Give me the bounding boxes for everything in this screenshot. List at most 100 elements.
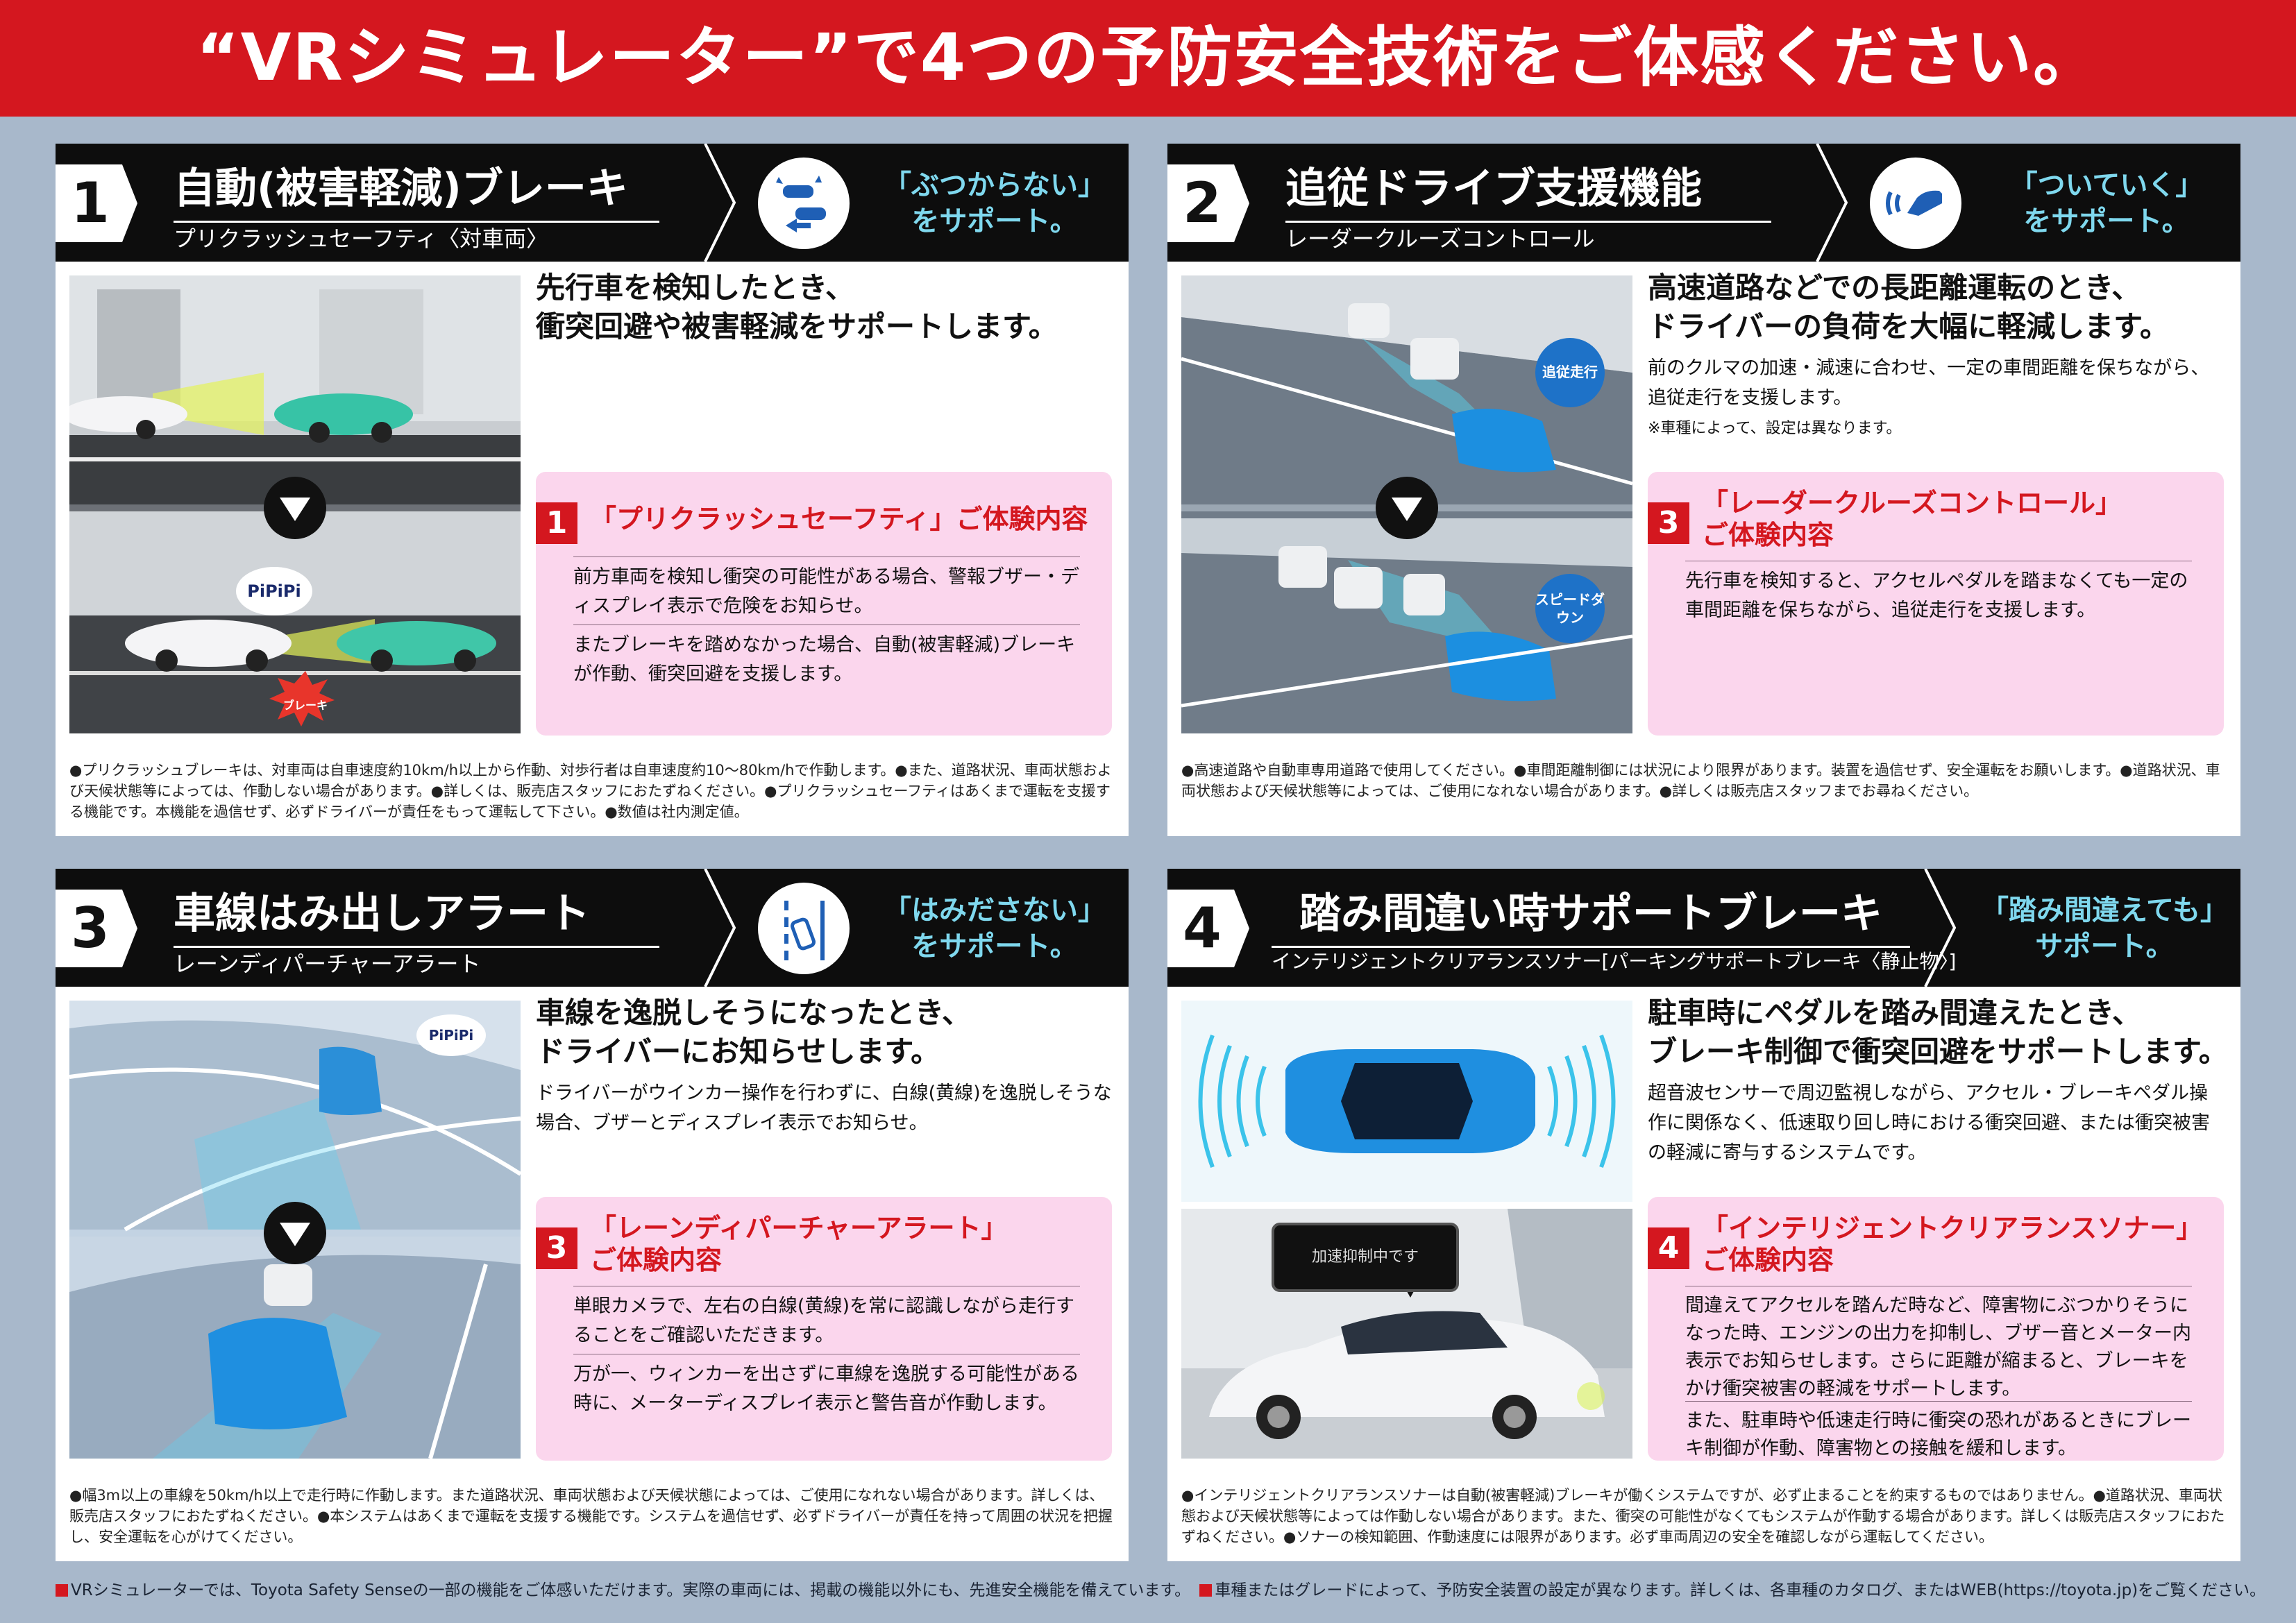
panel-small-note: ※車種によって、設定は異なります。 (1648, 420, 1902, 437)
lead-line: 高速道路などでの長距離運転のとき、 (1648, 271, 2141, 305)
slogan-line: をサポート。 (911, 205, 1078, 237)
panel-subtitle: レーダークルーズコントロール (1285, 226, 1595, 252)
experience-paragraph: 間違えてアクセルを踏んだ時など、障害物にぶつかりそうになった時、エンジンの出力を… (1685, 1286, 2192, 1403)
experience-badge: 4 (1648, 1227, 1689, 1269)
lane-photo: PiPiPi (69, 1001, 521, 1459)
panel-footnote: ●高速道路や自動車専用道路で使用してください。●車間距離制御には状況により限界が… (1181, 762, 2220, 799)
chevron-divider-icon (1924, 869, 1957, 987)
slogan-line: 「踏み間違えても」 (1981, 894, 2228, 926)
experience-paragraph: 前方車両を検知し衝突の可能性がある場合、警報ブザー・ディスプレイ表示で危険をお知… (573, 556, 1080, 621)
chevron-divider-icon (704, 144, 736, 262)
meter-display: 加速抑制中です (1272, 1223, 1459, 1292)
panel-number-tab: 4 (1167, 890, 1249, 967)
panel-2: 2 追従ドライブ支援機能 レーダークルーズコントロール 「ついていく」 をサポー… (1167, 144, 2240, 836)
red-square-icon (1199, 1584, 1213, 1597)
panel-number: 1 (71, 171, 110, 235)
experience-title-line: ご体験内容 (590, 1245, 723, 1275)
panel-slogan: 「ぶつからない」 をサポート。 (873, 167, 1116, 239)
slogan-line: 「ぶつからない」 (884, 169, 1106, 201)
panel-subtitle: インテリジェントクリアランスソナー[パーキングサポートブレーキ〈静止物〉] (1272, 950, 1957, 973)
down-arrow-icon (264, 1202, 326, 1264)
experience-title-line: 「インテリジェントクリアランスソナー」 (1702, 1213, 2203, 1243)
down-arrow-icon (1376, 477, 1438, 539)
page-title: “VRシミュレーター”で4つの予防安全技術をご体感ください。 (196, 20, 2100, 96)
bottom-note-text: 車種またはグレードによって、予防安全装置の設定が異なります。詳しくは、各車種のカ… (1215, 1581, 2266, 1599)
panel-lead: 車線を逸脱しそうになったとき、 ドライバーにお知らせします。 (536, 994, 971, 1071)
panel-slogan: 「踏み間違えても」 サポート。 (1973, 892, 2236, 965)
experience-paragraph: 単眼カメラで、左右の白線(黄線)を常に認識しながら走行することをご確認いただきま… (573, 1286, 1080, 1350)
panel-body: 追従走行 スピードダウン 高速道路などでの長距離運転のとき、 ドライバーの負荷を… (1167, 262, 2240, 836)
sonar-photo (1181, 1001, 1632, 1202)
experience-title: 「インテリジェントクリアランスソナー」 ご体験内容 (1702, 1212, 2202, 1276)
panel-header: 1 自動(被害軽減)ブレーキ プリクラッシュセーフティ〈対車両〉 「ぶつからない… (56, 144, 1129, 262)
experience-box: 1 「プリクラッシュセーフティ」ご体験内容 前方車両を検知し衝突の可能性がある場… (536, 472, 1112, 736)
lead-line: ブレーキ制御で衝突回避をサポートします。 (1648, 1035, 2228, 1069)
panel-description: 前のクルマの加速・減速に合わせ、一定の車間距離を保ちながら、追従走行を支援します… (1648, 357, 2210, 409)
lead-line: ドライバーにお知らせします。 (536, 1035, 940, 1069)
down-arrow-icon (264, 477, 326, 539)
experience-paragraph: 先行車を検知すると、アクセルペダルを踏まなくても一定の車間距離を保ちながら、追従… (1685, 561, 2192, 625)
sound-bubble: PiPiPi (236, 567, 312, 615)
lead-line: 衝突回避や被害軽減をサポートします。 (536, 309, 1058, 343)
brake-label: ブレーキ (282, 699, 328, 712)
panel-body: 加速抑制中です 駐車時にペダルを踏み間違えたとき、 ブレーキ制御で衝突回避をサポ… (1167, 987, 2240, 1561)
panel-1: 1 自動(被害軽減)ブレーキ プリクラッシュセーフティ〈対車両〉 「ぶつからない… (56, 144, 1129, 836)
panel-number-tab: 1 (56, 164, 137, 242)
panel-number: 3 (71, 896, 110, 960)
collision-photo: PiPiPi ブレーキ (69, 275, 521, 733)
panel-description: ドライバーがウインカー操作を行わずに、白線(黄線)を逸脱しそうな場合、ブザーとデ… (536, 1082, 1112, 1134)
lead-line: 車線を逸脱しそうになったとき、 (536, 996, 972, 1030)
panel-title: 踏み間違い時サポートブレーキ (1272, 880, 1910, 948)
panel-title: 追従ドライブ支援機能 (1285, 155, 1771, 223)
experience-badge: 3 (1648, 502, 1689, 544)
highway-photo: 追従走行 スピードダウン (1181, 275, 1632, 733)
panel-number: 2 (1183, 171, 1222, 235)
panel-body: PiPiPi 車線を逸脱しそうになったとき、 ドライバーにお知らせします。 ドラ… (56, 987, 1129, 1561)
lead-line: 駐車時にペダルを踏み間違えたとき、 (1648, 996, 2142, 1030)
chevron-divider-icon (1816, 144, 1848, 262)
panel-lead: 駐車時にペダルを踏み間違えたとき、 ブレーキ制御で衝突回避をサポートします。 (1648, 994, 2228, 1071)
panel-header: 3 車線はみ出しアラート レーンディパーチャーアラート 「はみださない」 をサポ… (56, 869, 1129, 987)
experience-title: 「プリクラッシュセーフティ」ご体験内容 (590, 503, 1088, 535)
experience-title-line: ご体験内容 (1702, 1245, 1834, 1275)
experience-title: 「レーダークルーズコントロール」 ご体験内容 (1702, 487, 2122, 551)
lane-departure-icon (758, 883, 850, 974)
experience-box: 4 「インテリジェントクリアランスソナー」 ご体験内容 間違えてアクセルを踏んだ… (1648, 1197, 2224, 1461)
lead-line: 先行車を検知したとき、 (536, 271, 855, 305)
radar-follow-icon (1870, 158, 1961, 249)
panel-subtitle: レーンディパーチャーアラート (174, 951, 481, 977)
panel-number: 4 (1183, 896, 1222, 960)
panel-title: 自動(被害軽減)ブレーキ (174, 155, 659, 223)
slogan-line: 「はみださない」 (884, 894, 1106, 926)
slogan-line: サポート。 (2035, 931, 2174, 962)
panel-footnote: ●プリクラッシュブレーキは、対車両は自車速度約10km/h以上から作動、対歩行者… (69, 762, 1112, 820)
slogan-line: 「ついていく」 (2009, 169, 2204, 201)
panel-number-tab: 3 (56, 890, 137, 967)
red-square-icon (56, 1584, 68, 1597)
chevron-divider-icon (704, 869, 736, 987)
experience-title-line: 「レーダークルーズコントロール」 (1702, 488, 2122, 518)
experience-paragraph: またブレーキを踏めなかった場合、自動(被害軽減)ブレーキが作動、衝突回避を支援し… (573, 624, 1080, 689)
speed-down-bubble: スピードダウン (1535, 574, 1605, 643)
panel-subtitle: プリクラッシュセーフティ〈対車両〉 (174, 226, 549, 252)
panel-slogan: 「はみださない」 をサポート。 (873, 892, 1116, 965)
bottom-note-text: VRシミュレーターでは、Toyota Safety Senseの一部の機能をご体… (71, 1581, 1191, 1599)
experience-paragraph: また、駐車時や低速走行時に衝突の恐れがあるときにブレーキ制御が作動、障害物との接… (1685, 1401, 2192, 1463)
experience-box: 3 「レーンディパーチャーアラート」 ご体験内容 単眼カメラで、左右の白線(黄線… (536, 1197, 1112, 1461)
panel-footnote: ●幅3m以上の車線を50km/h以上で走行時に作動します。また道路状況、車両状態… (69, 1487, 1113, 1545)
experience-title-line: 「プリクラッシュセーフティ」ご体験内容 (590, 504, 1088, 534)
panel-4: 4 踏み間違い時サポートブレーキ インテリジェントクリアランスソナー[パーキング… (1167, 869, 2240, 1561)
experience-title: 「レーンディパーチャーアラート」 ご体験内容 (590, 1212, 1008, 1276)
experience-box: 3 「レーダークルーズコントロール」 ご体験内容 先行車を検知すると、アクセルペ… (1648, 472, 2224, 736)
panel-footnote: ●インテリジェントクリアランスソナーは自動(被害軽減)ブレーキが働くシステムです… (1181, 1487, 2225, 1545)
bottom-note: VRシミュレーターでは、Toyota Safety Senseの一部の機能をご体… (56, 1577, 2277, 1600)
panel-body: PiPiPi ブレーキ 先行車を検知したとき、 衝突回避や被害軽減をサポートしま… (56, 262, 1129, 836)
experience-title-line: ご体験内容 (1702, 520, 1834, 550)
sound-bubble: PiPiPi (416, 1014, 486, 1056)
header-banner: “VRシミュレーター”で4つの予防安全技術をご体感ください。 (0, 0, 2296, 117)
follow-bubble: 追従走行 (1535, 338, 1605, 407)
panel-title: 車線はみ出しアラート (174, 880, 659, 948)
panel-lead: 先行車を検知したとき、 衝突回避や被害軽減をサポートします。 (536, 269, 1058, 346)
parking-photo: 加速抑制中です (1181, 1209, 1632, 1459)
panel-slogan: 「ついていく」 をサポート。 (1985, 167, 2228, 239)
